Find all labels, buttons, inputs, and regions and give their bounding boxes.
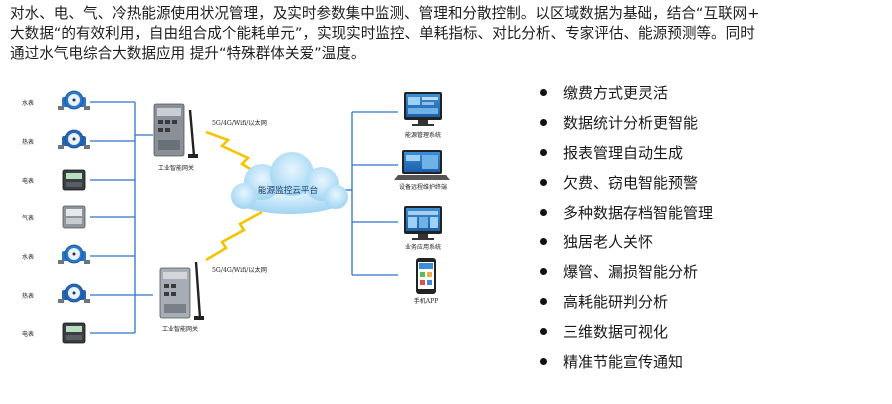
meter-label: 水表 bbox=[22, 99, 34, 107]
feature-item: 数据统计分析更智能 bbox=[540, 108, 713, 138]
gateway-bottom-label: 工业智能网关 bbox=[162, 325, 198, 333]
meter-label: 热表 bbox=[22, 292, 34, 300]
wireless-signal-icons bbox=[205, 130, 263, 262]
app-label-business-system: 业务应用系统 bbox=[405, 243, 441, 251]
bullet-icon bbox=[540, 148, 547, 156]
feature-item: 高耗能研判分析 bbox=[540, 287, 713, 317]
meter-label: 热表 bbox=[22, 138, 34, 146]
network-bottom-label: 5G/4G/Wifi/以太网 bbox=[212, 266, 267, 274]
meter-2-icon bbox=[62, 169, 86, 191]
intro-paragraph: 对水、电、气、冷热能源使用状况管理，及实时参数集中监测、管理和分散控制。以区域数… bbox=[10, 4, 882, 64]
bullet-icon bbox=[540, 268, 547, 276]
feature-text: 数据统计分析更智能 bbox=[563, 114, 699, 133]
app-business-system-icon bbox=[404, 206, 442, 240]
meter-0-icon bbox=[58, 90, 90, 110]
gateway-top-label: 工业智能网关 bbox=[158, 164, 194, 172]
feature-item: 独居老人关怀 bbox=[540, 227, 713, 257]
feature-text: 多种数据存档智能管理 bbox=[563, 203, 714, 222]
bullet-icon bbox=[540, 208, 547, 216]
feature-item: 爆管、漏损智能分析 bbox=[540, 257, 713, 287]
feature-text: 高耗能研判分析 bbox=[563, 292, 669, 311]
intro-line-1: 对水、电、气、冷热能源使用状况管理，及实时参数集中监测、管理和分散控制。以区域数… bbox=[10, 5, 760, 22]
meter-label: 水表 bbox=[22, 253, 34, 261]
feature-text: 精准节能宣传通知 bbox=[563, 352, 684, 371]
app-label-remote-maintenance: 设备远程维护终端 bbox=[399, 183, 447, 191]
app-mobile-icon bbox=[416, 258, 436, 294]
feature-item: 三维数据可视化 bbox=[540, 316, 713, 346]
app-label-energy-management: 能源管理系统 bbox=[405, 131, 441, 139]
app-labels: 能源管理系统 设备远程维护终端 业务应用系统 手机APP bbox=[399, 131, 447, 305]
feature-item: 欠费、窃电智能预警 bbox=[540, 167, 713, 197]
bullet-icon bbox=[540, 119, 547, 127]
meter-connectors bbox=[90, 101, 398, 334]
feature-list: 缴费方式更灵活数据统计分析更智能报表管理自动生成欠费、窃电智能预警多种数据存档智… bbox=[540, 78, 713, 376]
bullet-icon bbox=[540, 89, 547, 97]
intro-line-2: 大数据“的有效利用，自由组合成个能耗单元”，实现实时监控、单耗指标、对比分析、专… bbox=[10, 25, 755, 42]
bullet-icon bbox=[540, 178, 547, 186]
feature-item: 缴费方式更灵活 bbox=[540, 78, 713, 108]
gateway-top bbox=[153, 103, 198, 158]
bullet-icon bbox=[540, 297, 547, 305]
gateway-bottom bbox=[159, 261, 204, 320]
feature-item: 精准节能宣传通知 bbox=[540, 346, 713, 376]
cloud-label: 能源监控云平台 bbox=[258, 184, 318, 196]
feature-text: 独居老人关怀 bbox=[563, 233, 654, 252]
feature-text: 欠费、窃电智能预警 bbox=[563, 173, 699, 192]
feature-text: 缴费方式更灵活 bbox=[563, 84, 669, 103]
app-remote-maintenance-icon bbox=[394, 150, 450, 180]
cloud-icon bbox=[231, 152, 348, 214]
bullet-icon bbox=[540, 327, 547, 335]
meter-4-icon bbox=[58, 244, 90, 264]
meter-label: 电表 bbox=[22, 177, 34, 185]
feature-text: 爆管、漏损智能分析 bbox=[563, 263, 699, 282]
app-energy-management-icon bbox=[404, 92, 442, 126]
meter-1-icon bbox=[58, 129, 90, 149]
meter-label: 气表 bbox=[22, 214, 34, 222]
network-top-label: 5G/4G/Wifi/以太网 bbox=[212, 119, 267, 127]
bullet-icon bbox=[540, 357, 547, 365]
meter-6-icon bbox=[62, 322, 86, 344]
feature-item: 报表管理自动生成 bbox=[540, 138, 713, 168]
intro-line-3: 通过水气电综合大数据应用 提升“特殊群体关爱”温度。 bbox=[10, 45, 366, 62]
feature-text: 三维数据可视化 bbox=[563, 322, 669, 341]
meter-label: 电表 bbox=[22, 330, 34, 338]
app-label-mobile: 手机APP bbox=[414, 297, 438, 305]
meter-5-icon bbox=[58, 283, 90, 303]
feature-text: 报表管理自动生成 bbox=[563, 143, 684, 162]
bullet-icon bbox=[540, 238, 547, 246]
feature-item: 多种数据存档智能管理 bbox=[540, 197, 713, 227]
meter-3-icon bbox=[62, 205, 86, 229]
